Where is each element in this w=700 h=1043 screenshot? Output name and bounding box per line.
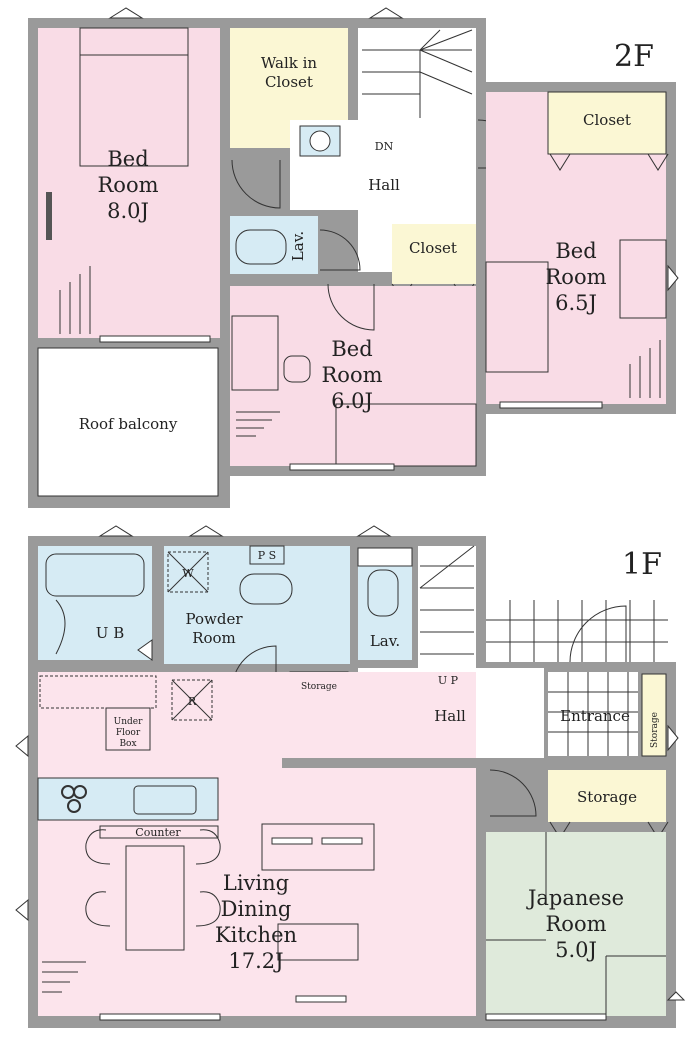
- stair-hatch: [629, 340, 661, 398]
- stairs-1f: [419, 545, 475, 655]
- hall-1f-label: Hall: [434, 707, 466, 725]
- lav-1f-area: [358, 548, 412, 660]
- storage-entrance-area: [641, 673, 667, 757]
- entrance-floor-tiles: [548, 672, 638, 756]
- powder-room-line1: Powder: [185, 610, 243, 628]
- entrance-area: [486, 600, 668, 662]
- second-floor: 2F Bed Room 8.0J Walk in Closet DN Hall …: [28, 7, 679, 508]
- roof-balcony-area: [37, 347, 219, 497]
- stair-hatch: [236, 411, 280, 437]
- bedroom-right-name2: Room: [545, 265, 606, 289]
- walk-in-closet-line2: Closet: [265, 73, 313, 91]
- refrigerator-mark: R: [188, 695, 197, 708]
- bedroom-center-name2: Room: [321, 363, 382, 387]
- ldk-line1: Living: [223, 871, 289, 895]
- floor-tag-1f: 1F: [622, 547, 662, 582]
- unit-bath-label: U B: [96, 624, 124, 642]
- stair-hatch: [42, 961, 86, 993]
- closet-center-area: [392, 224, 476, 284]
- stairs-1f-label: U P: [438, 674, 459, 687]
- powder-room-line2: Room: [192, 629, 236, 647]
- first-floor: 1F U B Powder Room W P S Storage R Under…: [15, 525, 686, 1028]
- washer-mark: W: [182, 567, 194, 580]
- bedroom-center-size: 6.0J: [331, 389, 373, 413]
- bedroom-main-area: [38, 28, 220, 338]
- hall-2f-label: Hall: [368, 176, 400, 194]
- ldk-line3: Kitchen: [215, 923, 297, 947]
- japanese-room-line1: Japanese: [526, 886, 624, 910]
- ps-mark: P S: [258, 549, 276, 562]
- bedroom-main-name1: Bed: [107, 147, 148, 171]
- entrance-label: Entrance: [560, 707, 630, 725]
- stair-hatch: [59, 266, 91, 334]
- walk-in-closet-line1: Walk in: [261, 54, 318, 72]
- closet-center-label: Closet: [409, 239, 457, 257]
- stairs-2f-label: DN: [375, 140, 394, 153]
- bedroom-right-name1: Bed: [555, 239, 596, 263]
- under-floor-box-line3: Box: [119, 739, 136, 749]
- storage-small-label: Storage: [301, 682, 337, 692]
- floor-tag-2f: 2F: [614, 39, 654, 74]
- closet-right-label: Closet: [583, 111, 631, 129]
- ldk-line2: Dining: [221, 897, 292, 921]
- lav-2f-label: Lav.: [289, 231, 307, 261]
- japanese-room-line2: Room: [545, 912, 606, 936]
- roof-balcony-label: Roof balcony: [79, 415, 178, 433]
- unit-bath-area: [38, 546, 152, 660]
- under-floor-box-line1: Under: [114, 717, 143, 727]
- ldk-size: 17.2J: [228, 949, 283, 973]
- entrance-tiles: [486, 600, 668, 662]
- japanese-room-size: 5.0J: [555, 938, 597, 962]
- bedroom-main-name2: Room: [97, 173, 158, 197]
- japanese-room-area: [486, 832, 666, 1016]
- under-floor-box-line2: Floor: [116, 728, 141, 738]
- storage-right-label: Storage: [577, 788, 637, 806]
- stairs-2f: [362, 29, 473, 118]
- storage-entrance-label: Storage: [650, 712, 660, 748]
- bedroom-main-size: 8.0J: [107, 199, 149, 223]
- tatami-lines: [486, 832, 666, 1016]
- storage-right-area: [548, 770, 666, 822]
- lav-1f-label: Lav.: [370, 632, 400, 650]
- bedroom-center-name1: Bed: [331, 337, 372, 361]
- counter-label: Counter: [135, 826, 181, 839]
- bedroom-right-size: 6.5J: [555, 291, 597, 315]
